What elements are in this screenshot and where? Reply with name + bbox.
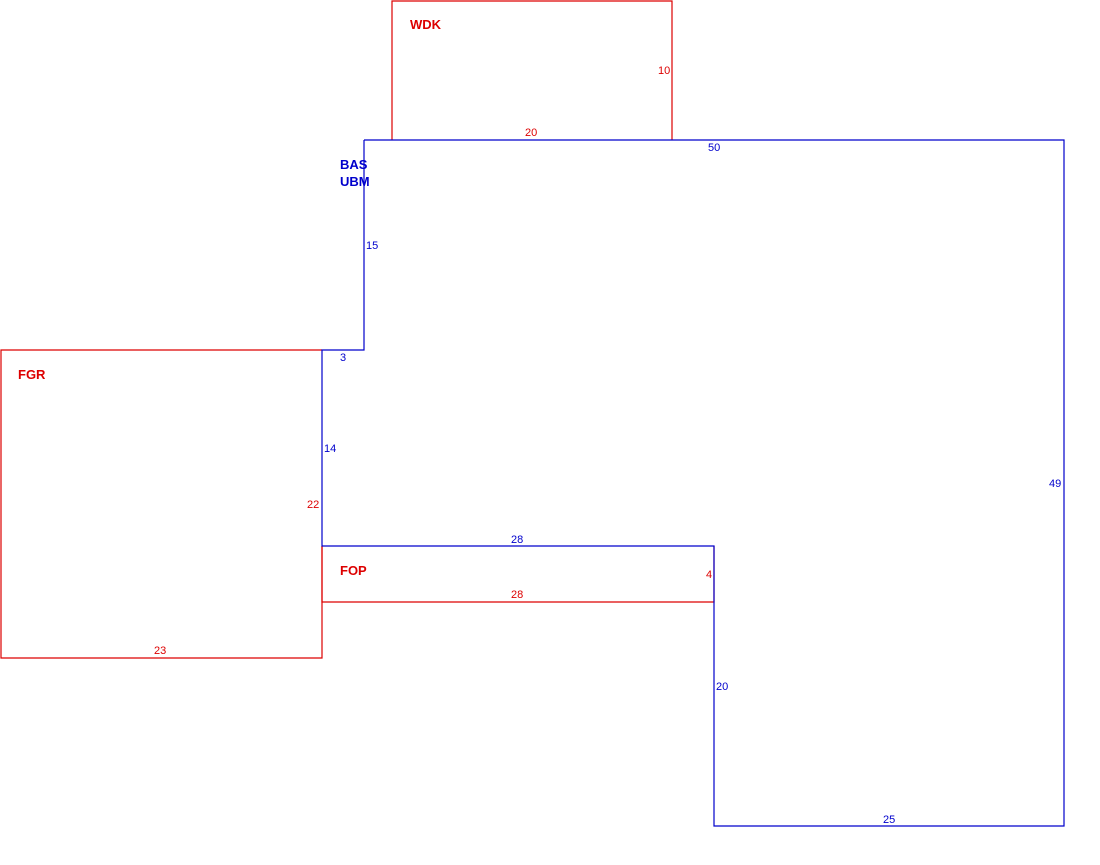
fop-dim-bottom: 28 bbox=[511, 589, 523, 601]
ubm-label: UBM bbox=[340, 174, 370, 189]
bas-dim-bottom: 25 bbox=[883, 814, 895, 826]
wdk-dim-bottom: 20 bbox=[525, 127, 537, 139]
bas-dim-top: 50 bbox=[708, 142, 720, 154]
fop-area: FOP 4 28 bbox=[321, 546, 715, 603]
bas-label: BAS bbox=[340, 157, 368, 172]
bas-dim-notch-top: 28 bbox=[511, 534, 523, 546]
wdk-area: WDK 10 20 bbox=[391, 0, 673, 140]
bas-outline bbox=[321, 139, 1065, 827]
fgr-outline bbox=[0, 349, 323, 659]
wdk-dim-side: 10 bbox=[658, 65, 670, 77]
fgr-area: FGR 22 23 bbox=[0, 349, 323, 659]
bas-dim-notch-side: 20 bbox=[716, 681, 728, 693]
bas-dim-left-lower: 14 bbox=[324, 443, 336, 455]
fgr-dim-side: 22 bbox=[307, 499, 319, 511]
fgr-dim-bottom: 23 bbox=[154, 645, 166, 657]
wdk-label: WDK bbox=[410, 17, 442, 32]
fgr-label: FGR bbox=[18, 367, 46, 382]
fop-dim-side: 4 bbox=[706, 569, 712, 581]
fop-label: FOP bbox=[340, 563, 367, 578]
wdk-outline bbox=[391, 0, 673, 140]
bas-dim-left-upper: 15 bbox=[366, 240, 378, 252]
bas-dim-step: 3 bbox=[340, 352, 346, 364]
bas-area: BAS UBM 50 15 3 14 28 20 25 49 bbox=[321, 139, 1065, 827]
bas-dim-right: 49 bbox=[1049, 478, 1061, 490]
